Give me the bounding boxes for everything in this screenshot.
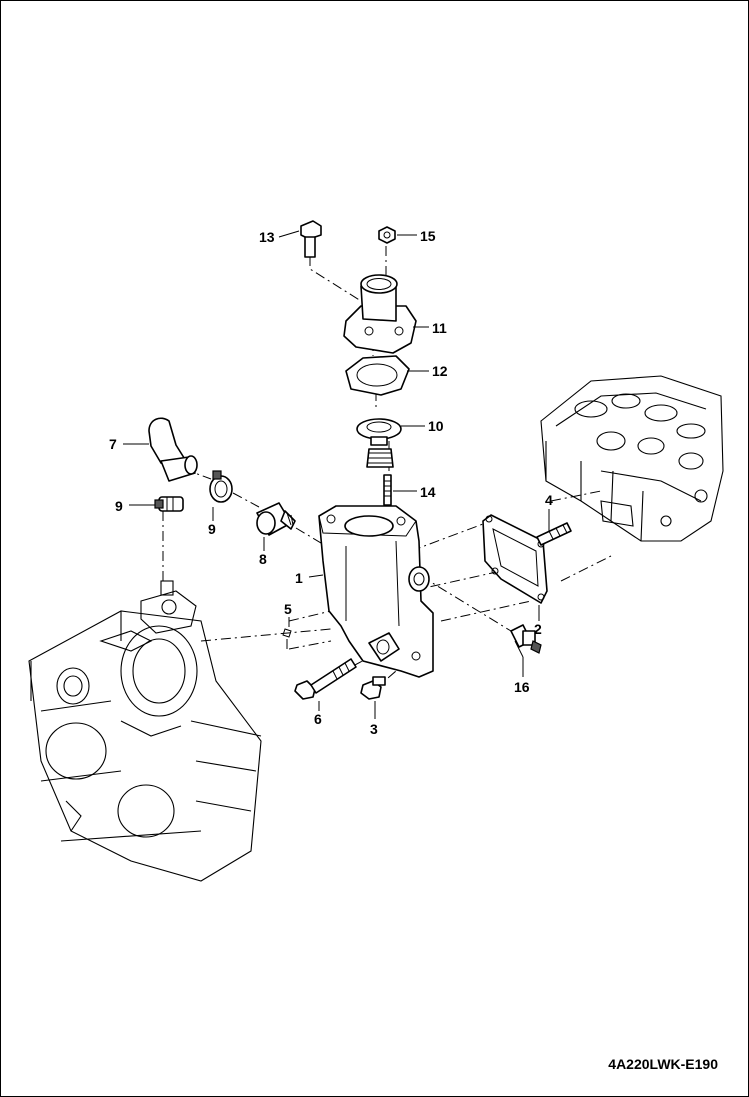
callout-10: 10: [428, 418, 444, 434]
part-1-thermostat-housing: [318, 505, 434, 678]
callout-7: 7: [109, 436, 117, 452]
part-14-stud: [383, 474, 392, 506]
callout-15: 15: [420, 228, 436, 244]
callouts: 13 15 11 12 10 14 7 9 9 8 1 4 2 16 5 6 3: [109, 228, 553, 737]
part-4-stud: [536, 522, 572, 546]
callout-3: 3: [370, 721, 378, 737]
callout-9-upper: 9: [208, 521, 216, 537]
part-10-thermostat: [356, 418, 402, 468]
part-2-gasket: [482, 514, 548, 604]
callout-8: 8: [259, 551, 267, 567]
callout-16: 16: [514, 679, 530, 695]
drawing-code: 4A220LWK-E190: [608, 1056, 718, 1072]
callout-11: 11: [432, 320, 447, 336]
cylinder-head-drawing: [540, 375, 724, 542]
timing-case-drawing: [28, 580, 262, 882]
callout-6: 6: [314, 711, 322, 727]
part-11-thermostat-cover: [343, 274, 417, 354]
part-16-temperature-sender: [510, 624, 542, 658]
part-3-bolt: [360, 676, 386, 700]
callout-14: 14: [420, 484, 436, 500]
callout-4: 4: [545, 492, 553, 508]
part-6-bolt: [294, 658, 357, 700]
callout-5: 5: [284, 601, 292, 617]
part-5-pin: [282, 628, 292, 649]
part-9-hose-clamp-upper: [209, 470, 233, 503]
part-9-hose-clamp-lower: [154, 496, 184, 512]
part-12-gasket: [345, 355, 410, 396]
part-8-pipe: [256, 502, 296, 536]
callout-9-lower: 9: [115, 498, 123, 514]
callout-1: 1: [295, 570, 303, 586]
part-13-bolt: [300, 220, 322, 258]
leader-lines: [123, 230, 550, 719]
part-15-nut: [378, 226, 396, 244]
callout-2: 2: [534, 621, 542, 637]
part-7-hose: [148, 417, 198, 482]
callout-13: 13: [259, 229, 275, 245]
callout-12: 12: [432, 363, 448, 379]
